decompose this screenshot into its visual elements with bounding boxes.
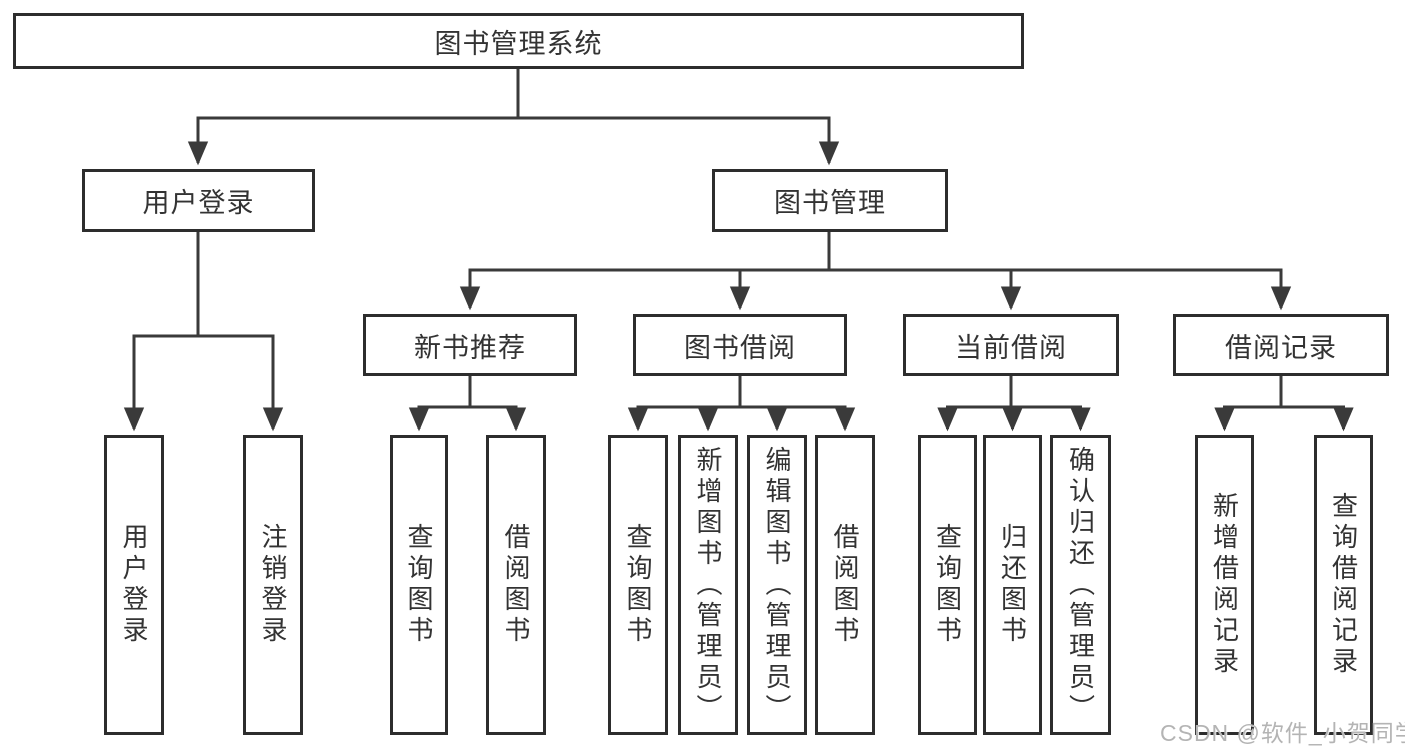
leaf-logout: 注销登录 (243, 435, 303, 735)
leaf-rec-query-books: 查询图书 (390, 435, 448, 735)
node-library-management-system: 图书管理系统 (13, 13, 1024, 69)
leaf-borrow-borrow-books: 借阅图书 (815, 435, 875, 735)
leaf-records-query-borrow-record: 查询借阅记录 (1314, 435, 1373, 735)
node-borrowing-records: 借阅记录 (1173, 314, 1389, 376)
leaf-user-login: 用户登录 (104, 435, 164, 735)
node-book-borrowing: 图书借阅 (633, 314, 847, 376)
leaf-current-return-books: 归还图书 (983, 435, 1042, 735)
leaf-rec-borrow-books: 借阅图书 (486, 435, 546, 735)
node-new-book-recommendation: 新书推荐 (363, 314, 577, 376)
csdn-watermark: CSDN @软件_小贺同学 (1160, 720, 1405, 746)
leaf-current-confirm-return-admin: 确认归还（管理员） (1050, 435, 1111, 735)
leaf-borrow-edit-books-admin: 编辑图书（管理员） (747, 435, 807, 735)
leaf-current-query-books: 查询图书 (918, 435, 977, 735)
node-book-management: 图书管理 (712, 169, 948, 232)
leaf-borrow-add-books-admin: 新增图书（管理员） (678, 435, 738, 735)
node-user-login: 用户登录 (82, 169, 315, 232)
leaf-borrow-query-books: 查询图书 (608, 435, 668, 735)
node-current-borrowing: 当前借阅 (903, 314, 1119, 376)
leaf-records-add-borrow-record: 新增借阅记录 (1195, 435, 1254, 735)
